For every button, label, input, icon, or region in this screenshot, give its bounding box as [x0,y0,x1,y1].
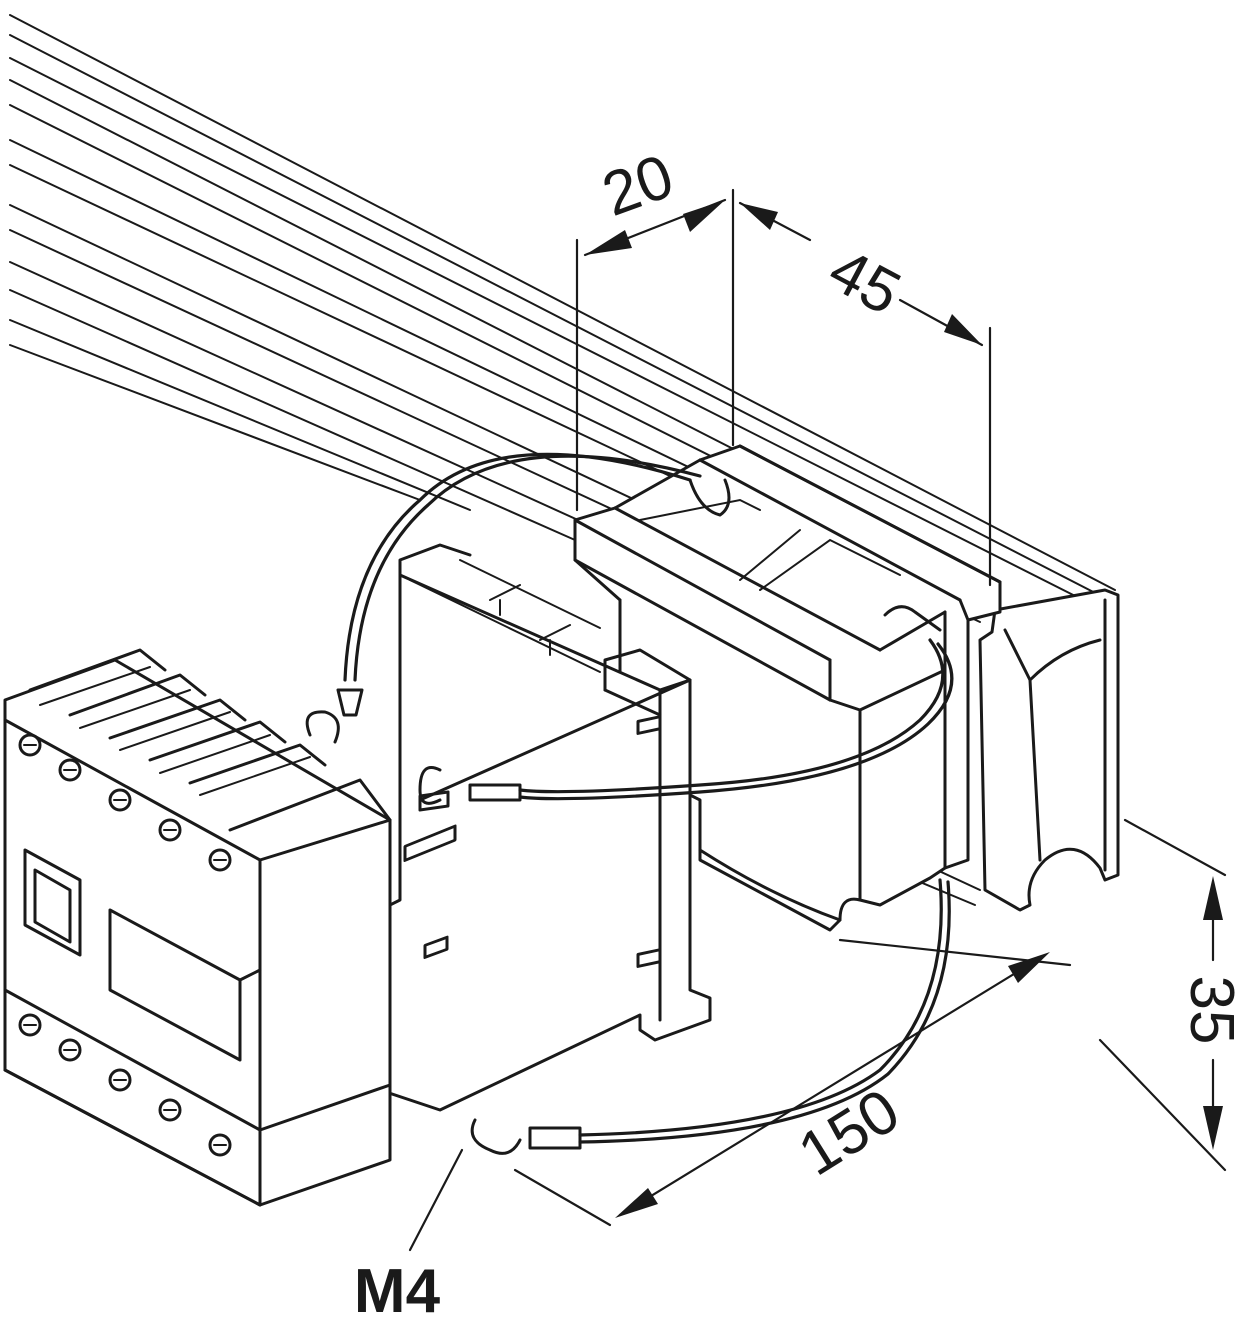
contactor-front [3,648,392,1207]
dimension-35-label: 35 [1177,976,1246,1045]
screw-size-label: M4 [354,1257,441,1326]
mounting-adapter [573,444,1002,932]
contactor-body [378,543,712,1112]
dimensions [408,188,1227,1252]
earthing-wires [305,452,954,1155]
dimension-20-label: 20 [594,142,682,230]
din-rail [9,14,1120,912]
dimension-150-label: 150 [787,1076,911,1189]
dimension-45-label: 45 [818,235,911,328]
